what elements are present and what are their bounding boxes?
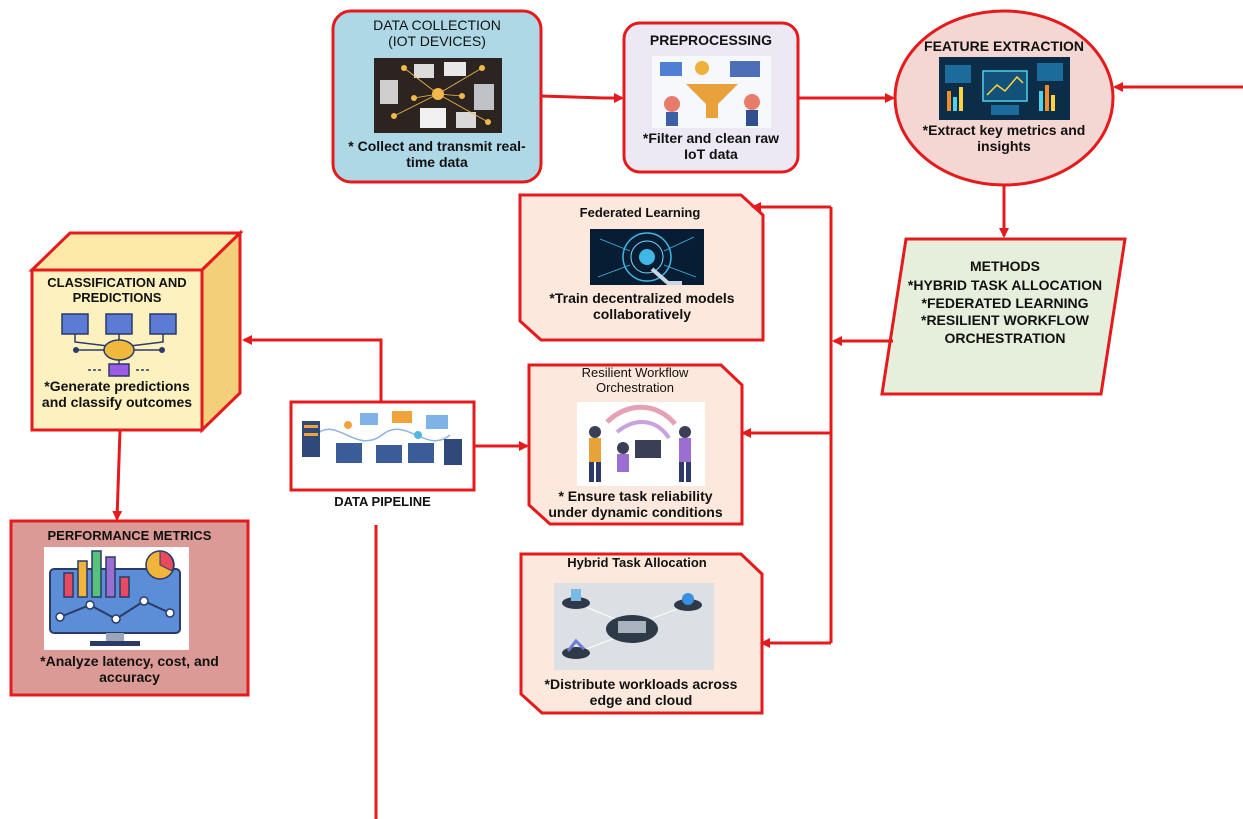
methods-items: *HYBRID TASK ALLOCATION *FEDERATED LEARN… xyxy=(907,277,1103,346)
arrow-pipeline-to-classification xyxy=(242,335,383,402)
data-pipeline-image xyxy=(296,405,470,469)
arrow-collection-to-preprocessing xyxy=(540,93,624,103)
data-filter-image xyxy=(652,56,771,128)
federated-learning-title: Federated Learning xyxy=(579,205,701,220)
performance-metrics-desc: *Analyze latency, cost, and accuracy xyxy=(40,653,219,686)
hybrid-task-title: Hybrid Task Allocation xyxy=(567,555,707,570)
classification-desc: *Generate predictions and classify outco… xyxy=(41,378,193,411)
classification-title: CLASSIFICATION AND PREDICTIONS xyxy=(47,275,187,305)
hybrid-task-desc: *Distribute workloads across edge and cl… xyxy=(544,676,738,709)
iot-devices-image xyxy=(374,58,502,133)
federated-learning-desc: *Train decentralized models collaborativ… xyxy=(549,290,735,323)
performance-metrics-title: PERFORMANCE METRICS xyxy=(47,528,212,543)
data-collection-title: DATA COLLECTION (IOT DEVICES) xyxy=(373,17,501,50)
dashboard-image xyxy=(939,57,1070,120)
resilient-workflow-title: Resilient Workflow Orchestration xyxy=(581,365,689,395)
preprocessing-desc: *Filter and clean raw IoT data xyxy=(642,130,780,163)
preprocessing-title: PREPROCESSING xyxy=(649,32,773,48)
feature-extraction-title: FEATURE EXTRACTION xyxy=(924,38,1084,54)
resilient-workflow-desc: * Ensure task reliability under dynamic … xyxy=(548,488,723,521)
ai-network-image xyxy=(590,229,704,285)
feature-extraction-desc: *Extract key metrics and insights xyxy=(922,122,1086,155)
analytics-monitor-icon xyxy=(44,547,189,650)
arrow-classification-to-performance xyxy=(112,429,123,521)
ai-brain-classification-icon xyxy=(58,312,180,378)
edge-cloud-image xyxy=(554,583,714,670)
data-collection-desc: * Collect and transmit real- time data xyxy=(348,138,526,171)
team-workflow-image xyxy=(577,402,705,486)
data-pipeline-title: DATA PIPELINE xyxy=(334,494,431,509)
methods-title: METHODS xyxy=(970,258,1040,274)
